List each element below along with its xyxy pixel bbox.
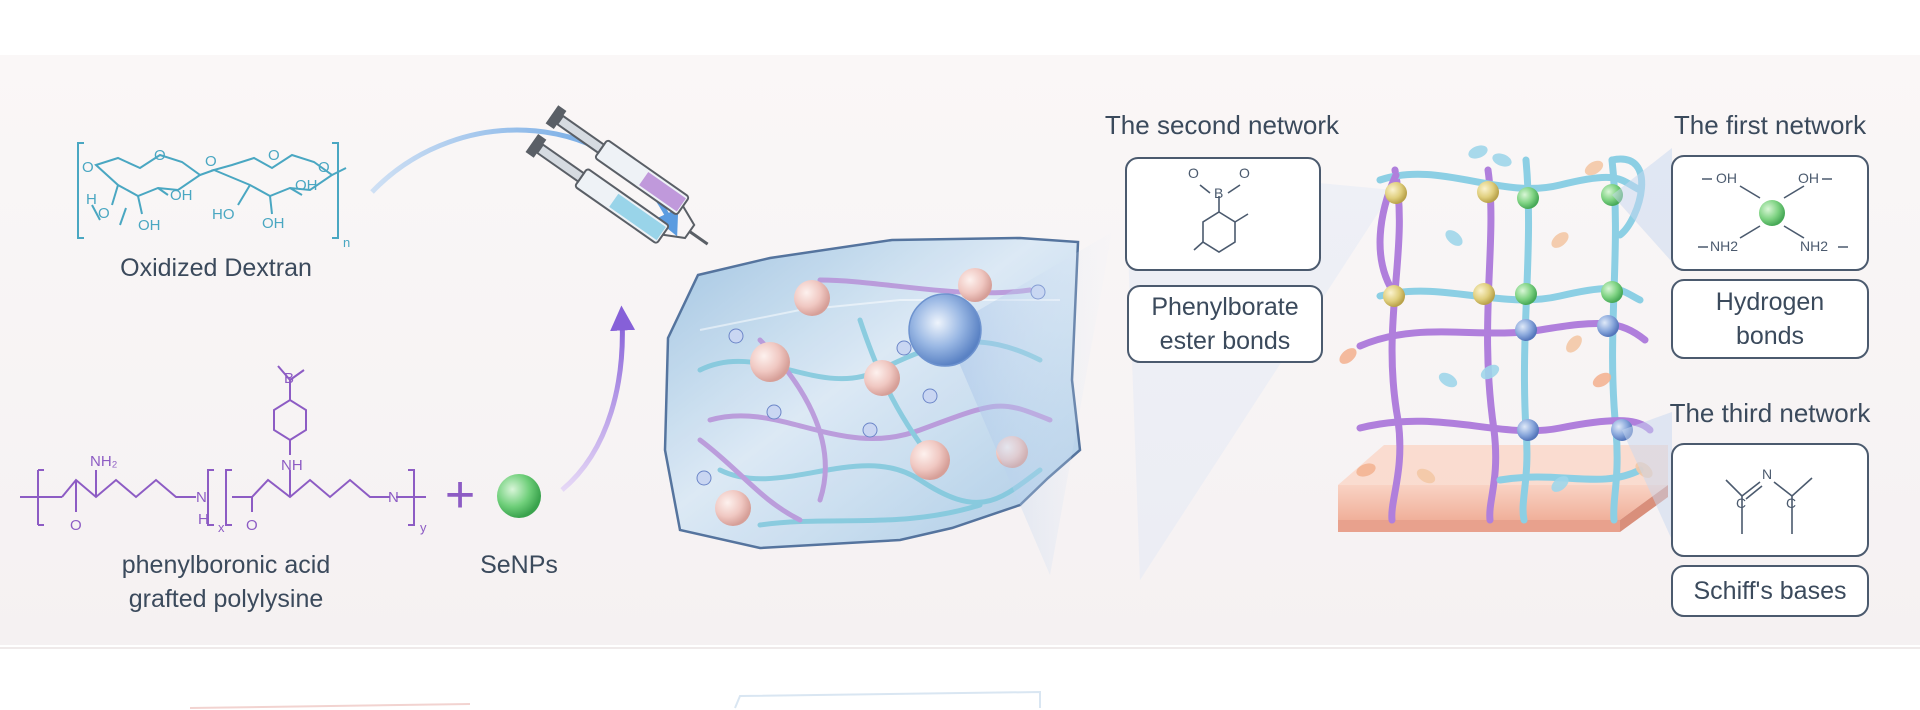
pl-x: x — [218, 520, 225, 535]
polylysine-label-line2: grafted polylysine — [129, 585, 324, 613]
dextran-oh3: HO — [212, 206, 235, 223]
dextran-o6: O — [98, 205, 110, 222]
first-network-title: The first network — [1674, 110, 1867, 140]
sb-c1: C — [1736, 495, 1746, 511]
hydrogen-label-line2: bonds — [1736, 322, 1804, 350]
pl-y: y — [420, 520, 427, 535]
third-network-title: The third network — [1670, 398, 1872, 428]
dextran-o2: O — [154, 147, 166, 164]
zoom-cone-left — [945, 232, 1112, 575]
magnifier-sphere — [908, 293, 982, 367]
hbond-center-node — [1759, 200, 1785, 226]
pl-o1: O — [70, 517, 82, 534]
phenylborate-label-line1: Phenylborate — [1151, 293, 1298, 321]
polylysine-label-line1: phenylboronic acid — [122, 551, 330, 579]
first-network-bond-box — [1671, 279, 1869, 359]
zoom-cone-first — [1612, 148, 1672, 262]
pl-b: B — [284, 370, 294, 387]
senps-label: SeNPs — [480, 551, 558, 579]
pl-o2: O — [246, 517, 258, 534]
network-cross-linkers — [1339, 145, 1653, 492]
polylysine-arrow — [560, 305, 636, 492]
hb-oh2: OH — [1798, 170, 1819, 186]
pl-nh2: NH₂ — [90, 453, 118, 470]
hb-oh1: OH — [1716, 170, 1737, 186]
oxidized-dextran-structure — [77, 142, 347, 239]
dextran-oh1: OH — [170, 187, 193, 204]
dextran-oh4: OH — [138, 217, 161, 234]
plus-sign: + — [445, 466, 475, 524]
pb-o2: O — [1239, 165, 1250, 181]
dextran-o1: O — [82, 159, 94, 176]
dextran-oh5: OH — [262, 215, 285, 232]
oxidized-dextran-label: Oxidized Dextran — [120, 254, 312, 282]
third-network-structure-box — [1671, 443, 1869, 557]
pb-b: B — [1214, 185, 1223, 201]
pl-n1: N — [196, 489, 207, 506]
dextran-subscript: n — [343, 235, 350, 250]
pl-h1: H — [198, 511, 209, 528]
dextran-o3: O — [205, 153, 217, 170]
sb-c2: C — [1786, 495, 1796, 511]
pl-nh: NH — [281, 457, 303, 474]
hb-nh2: NH2 — [1800, 238, 1828, 254]
dextran-o4: O — [268, 147, 280, 164]
phenylborate-structure-icon — [1193, 184, 1249, 253]
senp-particle-icon — [497, 474, 541, 518]
dextran-oh2: OH — [295, 177, 318, 194]
second-network-bond-box — [1127, 285, 1323, 363]
network-nodes — [1383, 181, 1633, 441]
pb-o1: O — [1188, 165, 1199, 181]
third-network-bond-box — [1671, 565, 1869, 617]
hydrogen-bond-structure-icon — [1698, 178, 1848, 248]
dextran-o5: O — [318, 159, 330, 176]
dextran-h: H — [86, 191, 97, 208]
double-syringe-icon — [525, 105, 709, 246]
hydrogen-label-line1: Hydrogen — [1716, 288, 1824, 316]
pl-n2: N — [388, 489, 399, 506]
schiff-label: Schiff's bases — [1693, 577, 1846, 605]
second-network-title: The second network — [1105, 110, 1340, 140]
schiff-base-structure-icon — [1725, 477, 1813, 534]
polylysine-structure — [20, 365, 426, 526]
sb-n: N — [1762, 466, 1772, 482]
phenylborate-label-line2: ester bonds — [1160, 327, 1291, 355]
zoom-cone-third — [1622, 412, 1672, 540]
hb-nh1: NH2 — [1710, 238, 1738, 254]
